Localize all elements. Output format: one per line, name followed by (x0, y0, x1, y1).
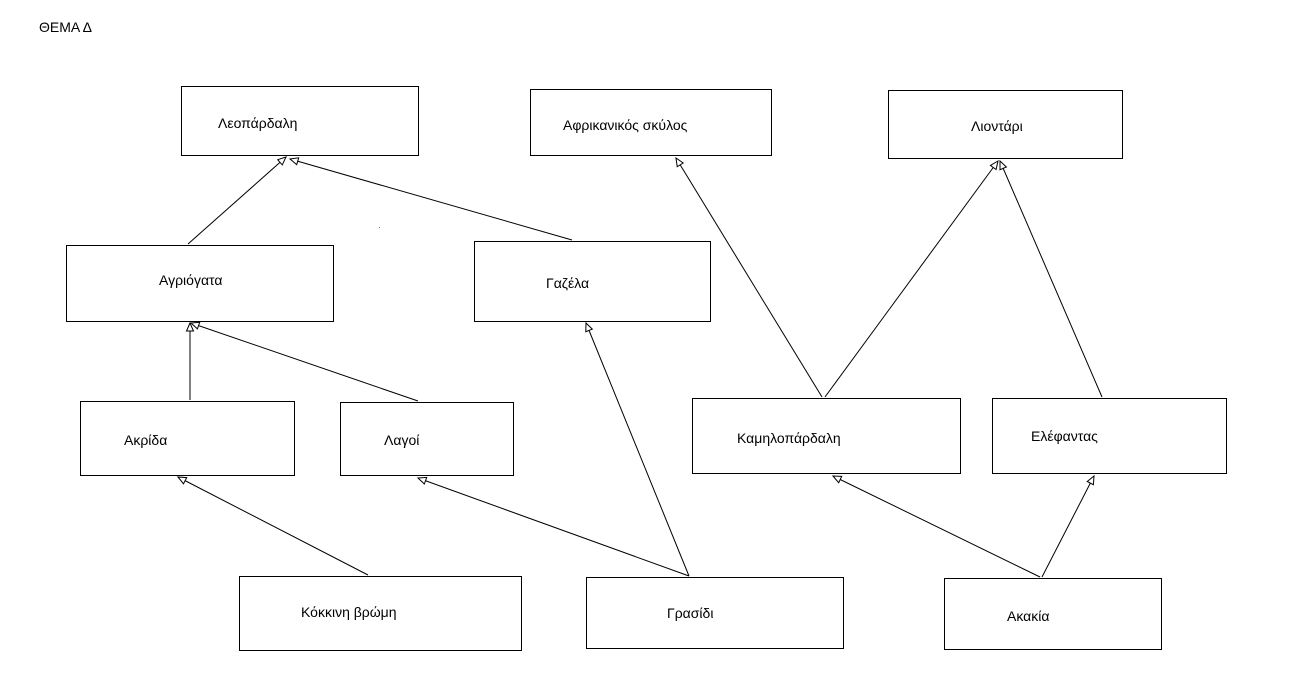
node-label-elefantas: Ελέφαντας (1031, 428, 1098, 444)
node-liontari[interactable]: Λιοντάρι (888, 90, 1123, 159)
edge-lagoi-to-agriogata (190, 322, 419, 402)
edge-akakia-to-elefantas (1041, 475, 1095, 578)
arrowhead-kamilopardali-to-liontari (989, 159, 999, 171)
arrowhead-agriogata-to-leopardali (276, 156, 287, 166)
arrowhead-lagoi-to-agriogata (189, 321, 201, 330)
node-lagoi[interactable]: Λαγοί (340, 402, 514, 476)
node-grasidi[interactable]: Γρασίδι (586, 577, 844, 649)
arrowhead-akakia-to-elefantas (1086, 474, 1095, 486)
edge-grasidi-to-lagoi (417, 477, 690, 577)
node-label-akakia: Ακακία (1007, 608, 1050, 624)
edge-grasidi-to-gazela (585, 322, 690, 577)
node-agriogata[interactable]: Αγριόγατα (66, 245, 334, 322)
node-label-leopardali: Λεοπάρδαλη (218, 115, 298, 131)
node-akrida[interactable]: Ακρίδα (80, 401, 295, 476)
node-label-agriogata: Αγριόγατα (159, 272, 223, 288)
node-leopardali[interactable]: Λεοπάρδαλη (181, 86, 419, 156)
arrowhead-akrida-to-agriogata (185, 321, 195, 332)
edge-akakia-to-kamilopardali (832, 475, 1041, 578)
edge-elefantas-to-liontari (999, 160, 1103, 398)
node-label-grasidi: Γρασίδι (667, 605, 714, 621)
node-label-gazela: Γαζέλα (546, 275, 590, 291)
edge-kamilopardali-to-afrikanikos_skylos (675, 157, 823, 398)
node-label-kamilopardali: Καμηλοπάρδαλη (737, 430, 841, 446)
edge-gazela-to-leopardali (289, 158, 573, 241)
node-label-afrikanikos-skylos: Αφρικανικός σκύλος (563, 117, 688, 133)
node-afrikanikos-skylos[interactable]: Αφρικανικός σκύλος (530, 89, 772, 156)
node-label-lagoi: Λαγοί (384, 432, 420, 448)
edge-kamilopardali-to-liontari (824, 160, 999, 398)
arrowhead-grasidi-to-gazela (585, 321, 594, 333)
edge-agriogata-to-leopardali (187, 156, 287, 245)
arrowhead-akakia-to-kamilopardali (831, 475, 843, 484)
node-label-kokkini-vromi: Κόκκινη βρώμη (301, 604, 397, 620)
diagram-title: ΘΕΜΑ Δ (39, 19, 92, 35)
arrowhead-gazela-to-leopardali (288, 157, 300, 166)
edge-kokkini_vromi-to-akrida (177, 476, 369, 576)
node-label-liontari: Λιοντάρι (971, 118, 1023, 134)
arrowhead-elefantas-to-liontari (999, 159, 1008, 171)
arrowhead-kokkini_vromi-to-akrida (176, 476, 188, 485)
stray-dot (379, 227, 380, 228)
node-kokkini-vromi[interactable]: Κόκκινη βρώμη (239, 576, 522, 651)
node-kamilopardali[interactable]: Καμηλοπάρδαλη (692, 398, 961, 474)
node-label-akrida: Ακρίδα (124, 432, 168, 448)
arrowhead-grasidi-to-lagoi (416, 476, 428, 485)
node-gazela[interactable]: Γαζέλα (474, 241, 711, 322)
node-akakia[interactable]: Ακακία (944, 578, 1162, 650)
node-elefantas[interactable]: Ελέφαντας (992, 398, 1227, 474)
arrowhead-kamilopardali-to-afrikanikos_skylos (675, 156, 685, 168)
